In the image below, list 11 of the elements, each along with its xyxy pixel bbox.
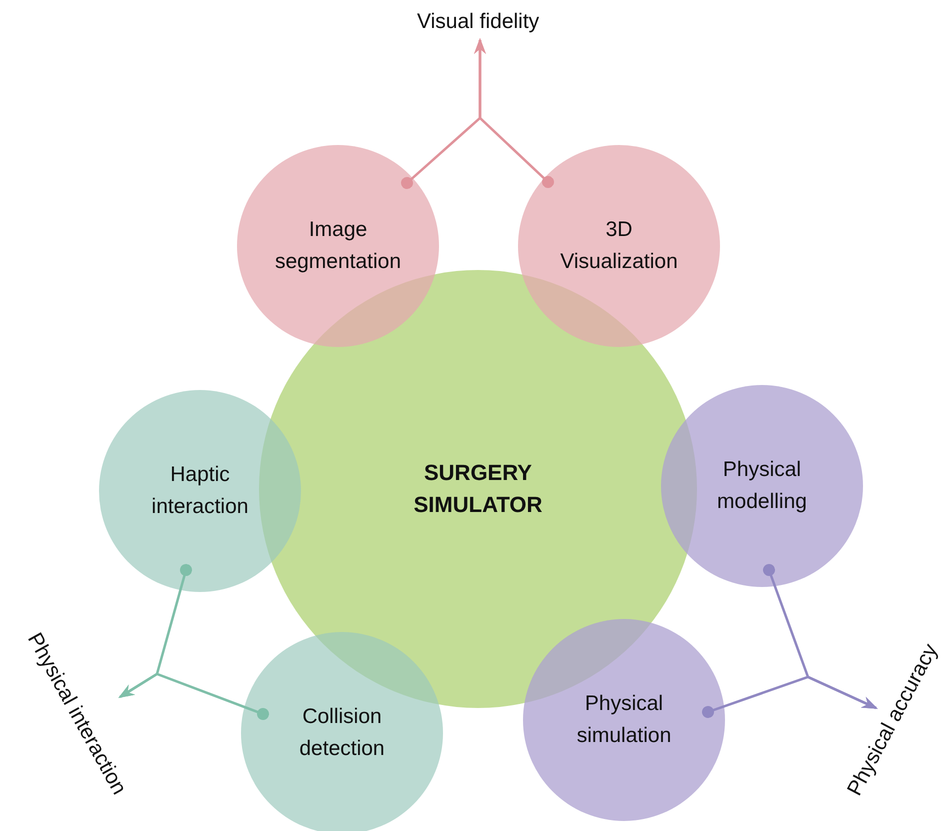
topic-label: Haptic interaction [150, 462, 250, 520]
topic-label: Image segmentation [274, 217, 402, 275]
axis-label: Visual fidelity [417, 10, 540, 34]
topic-label: Collision detection [298, 704, 386, 762]
title-label: SURGERY SIMULATOR [412, 459, 544, 519]
topic-label: Physical simulation [576, 691, 672, 749]
topic-label: 3D Visualization [559, 217, 679, 275]
topic-label: Physical modelling [716, 457, 808, 515]
arrow [702, 676, 878, 718]
arrow [118, 672, 269, 720]
arrow [474, 38, 554, 188]
